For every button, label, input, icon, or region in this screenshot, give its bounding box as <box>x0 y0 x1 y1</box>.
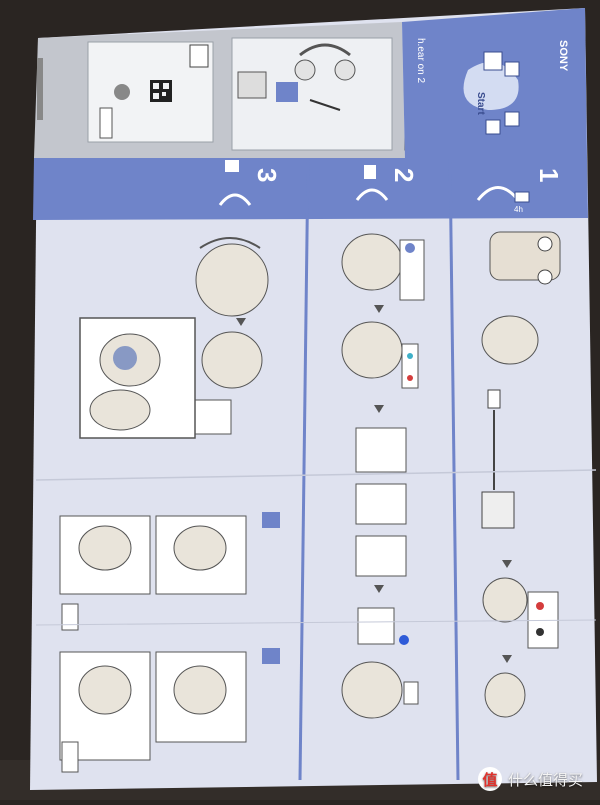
start-label: Start <box>475 92 486 115</box>
earcup-charging <box>482 577 528 623</box>
step-3-number: 3 <box>252 168 282 182</box>
phone-settings-screen-3 <box>355 535 407 577</box>
music-icon-small <box>485 119 501 135</box>
cable-plug <box>487 389 501 409</box>
fold-line-horizontal <box>35 469 597 481</box>
sony-logo: SONY <box>557 40 569 72</box>
icon-box-top <box>483 51 503 71</box>
volume-icon-box <box>61 603 79 631</box>
music-icon-top <box>504 111 520 127</box>
play-icon-box <box>194 399 232 435</box>
earcup-side <box>481 315 539 365</box>
track-badge <box>262 648 280 664</box>
earcup-power <box>341 233 403 291</box>
pouch-sketch <box>276 82 298 102</box>
headphones-icon-step3 <box>218 193 252 206</box>
divider-right <box>448 157 460 781</box>
earcup-play <box>201 331 263 389</box>
earcup-unplugged <box>484 672 526 718</box>
bluetooth-icon <box>399 635 409 645</box>
pairing-led-box <box>401 343 419 389</box>
cable-sketch <box>309 99 341 111</box>
step-1-illustrations <box>481 231 561 718</box>
step-1-number: 1 <box>534 168 564 182</box>
product-name: h.ear on 2 <box>415 38 426 83</box>
music-icon-step3 <box>225 160 239 172</box>
battery-icon <box>514 191 530 203</box>
watermark: 值 什么值得买 <box>478 764 596 794</box>
phone-icon <box>189 44 209 68</box>
app-banner <box>99 107 113 139</box>
step-2-illustrations <box>341 233 425 719</box>
watermark-text: 什么值得买 <box>508 770 584 789</box>
box-sketch <box>237 71 267 99</box>
earcup-connected <box>341 661 403 719</box>
computer-icon <box>481 491 515 529</box>
headband-sketch <box>299 43 351 57</box>
divider-left <box>298 157 310 781</box>
phone-connected <box>357 607 395 645</box>
watermark-logo: 值 <box>478 767 502 791</box>
step-2-number: 2 <box>389 168 419 182</box>
phone-settings-screen-1 <box>355 427 407 473</box>
phone-icon-step2 <box>364 165 376 179</box>
app-icon <box>114 84 130 100</box>
headphones-on-head <box>195 243 269 317</box>
headphones-icon-step2 <box>355 188 389 201</box>
arrow-down <box>502 560 512 568</box>
charge-badge: 4h <box>514 205 523 214</box>
power-icon <box>504 61 520 77</box>
touch-sensor <box>113 346 137 370</box>
volume-badge <box>262 512 280 528</box>
phone-settings-screen-2 <box>355 483 407 525</box>
track-icon-box <box>61 741 79 773</box>
fold-line-horizontal-2 <box>35 619 597 626</box>
earcup-pairing <box>341 321 403 379</box>
step-3-illustrations <box>59 237 280 773</box>
